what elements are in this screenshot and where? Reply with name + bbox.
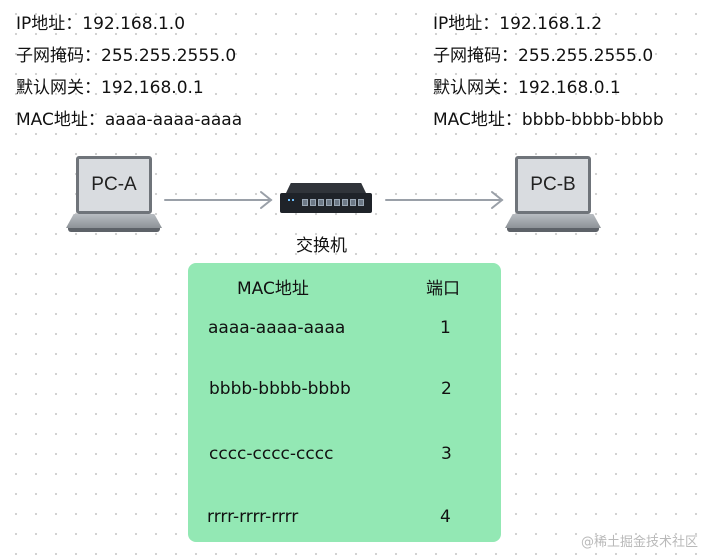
pc-a-mac: MAC地址：aaaa-aaaa-aaaa xyxy=(16,110,243,130)
watermark: @稀土掘金技术社区 xyxy=(580,535,698,550)
pc-b-label: PC-B xyxy=(530,174,576,195)
laptop-screen: PC-B xyxy=(515,156,591,214)
table-row-4-mac: rrrr-rrrr-rrrr xyxy=(207,507,299,527)
pc-a-info: IP地址：192.168.1.0 子网掩码：255.255.2555.0 默认网… xyxy=(16,8,242,136)
mac-address-table: MAC地址 端口 aaaa-aaaa-aaaa 1 bbbb-bbbb-bbbb… xyxy=(188,263,501,542)
laptop-keyboard xyxy=(66,214,162,228)
pc-b-mac: MAC地址：bbbb-bbbb-bbbb xyxy=(433,110,664,130)
table-header-mac: MAC地址 xyxy=(237,279,309,299)
pc-a-label: PC-A xyxy=(91,174,137,195)
pc-b-mask: 子网掩码：255.255.2555.0 xyxy=(433,46,654,66)
pc-b-ip: IP地址：192.168.1.2 xyxy=(433,14,603,34)
table-row-2-mac: bbbb-bbbb-bbbb xyxy=(209,379,351,399)
switch-led xyxy=(292,199,294,201)
arrow-head-switch xyxy=(260,191,273,209)
table-row-3-mac: cccc-cccc-cccc xyxy=(209,444,334,464)
pc-a-mask: 子网掩码：255.255.2555.0 xyxy=(16,46,237,66)
table-row-4-port: 4 xyxy=(440,507,451,527)
table-row-1-mac: aaaa-aaaa-aaaa xyxy=(208,318,346,338)
switch-port xyxy=(326,199,332,206)
laptop-keyboard xyxy=(505,214,601,228)
table-row-2-port: 2 xyxy=(441,379,452,399)
switch-port xyxy=(310,199,316,206)
pc-b-gateway: 默认网关：192.168.0.1 xyxy=(433,78,621,98)
pc-b-info: IP地址：192.168.1.2 子网掩码：255.255.2555.0 默认网… xyxy=(433,8,664,136)
switch-port xyxy=(350,199,356,206)
pc-a-ip: IP地址：192.168.1.0 xyxy=(16,14,186,34)
switch-port xyxy=(302,199,308,206)
table-row-3-port: 3 xyxy=(441,444,452,464)
laptop-edge xyxy=(68,228,160,232)
switch-led xyxy=(288,199,290,201)
arrow-head-pc-b xyxy=(491,191,504,209)
switch-top xyxy=(286,183,366,193)
switch-label: 交换机 xyxy=(296,236,347,256)
laptop-pc-a-icon: PC-A xyxy=(66,152,162,234)
laptop-edge xyxy=(507,228,599,232)
laptop-pc-b-icon: PC-B xyxy=(505,152,601,234)
table-row-1-port: 1 xyxy=(440,318,451,338)
switch-port xyxy=(334,199,340,206)
switch-icon xyxy=(280,183,372,217)
table-header-port: 端口 xyxy=(426,279,460,299)
switch-port xyxy=(358,199,364,206)
switch-port xyxy=(342,199,348,206)
laptop-screen: PC-A xyxy=(76,156,152,214)
pc-a-gateway: 默认网关：192.168.0.1 xyxy=(16,78,204,98)
switch-port xyxy=(318,199,324,206)
